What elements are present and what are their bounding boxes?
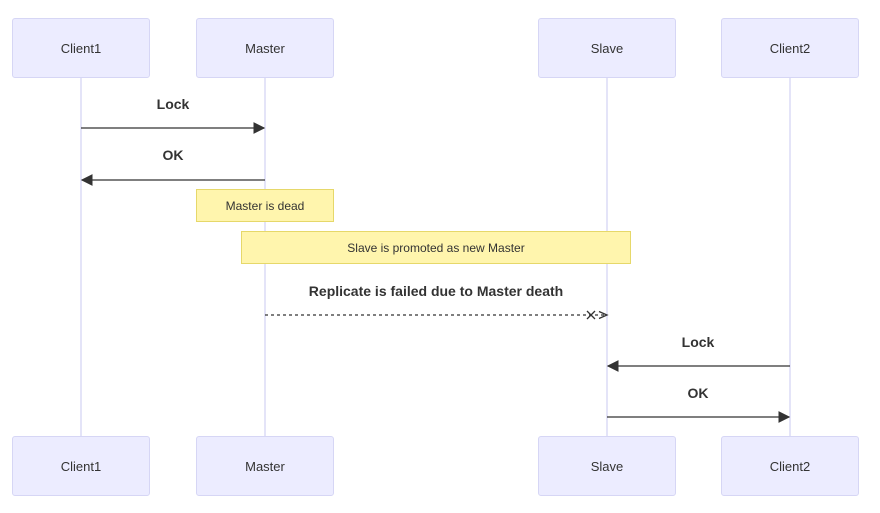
note-text: Master is dead <box>225 198 305 213</box>
actor-slave-top: Slave <box>538 18 676 78</box>
message-arrow-replicate <box>265 310 609 320</box>
actor-label: Client2 <box>769 458 811 474</box>
actor-label: Master <box>245 40 285 56</box>
actor-label: Master <box>245 458 285 474</box>
message-label-lock-1: Lock <box>156 96 190 112</box>
actor-label: Client2 <box>769 40 811 56</box>
message-label-ok-1: OK <box>162 147 184 163</box>
actor-label: Slave <box>590 40 624 56</box>
actor-client2-top: Client2 <box>721 18 859 78</box>
message-label-lock-2: Lock <box>681 334 715 350</box>
actor-label: Client1 <box>60 458 102 474</box>
actor-master-bottom: Master <box>196 436 334 496</box>
actor-master-top: Master <box>196 18 334 78</box>
actor-slave-bottom: Slave <box>538 436 676 496</box>
actor-label: Client1 <box>60 40 102 56</box>
note-slave-promoted: Slave is promoted as new Master <box>241 231 631 264</box>
note-text: Slave is promoted as new Master <box>347 240 525 255</box>
note-master-dead: Master is dead <box>196 189 334 222</box>
message-label-replicate: Replicate is failed due to Master death <box>308 283 564 299</box>
cross-icon <box>586 310 596 320</box>
arrow-tip-icon <box>598 310 609 320</box>
message-label-ok-2: OK <box>687 385 709 401</box>
actor-label: Slave <box>590 458 624 474</box>
actor-client1-bottom: Client1 <box>12 436 150 496</box>
actor-client1-top: Client1 <box>12 18 150 78</box>
actor-client2-bottom: Client2 <box>721 436 859 496</box>
